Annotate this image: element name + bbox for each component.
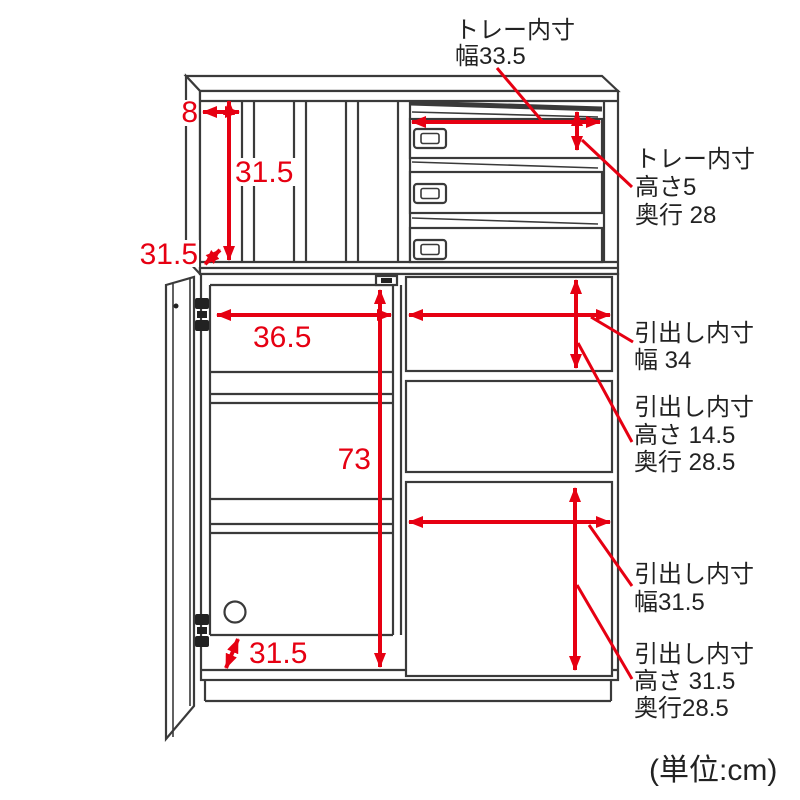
leader-tray-height — [580, 138, 634, 189]
leader-tray-width — [495, 67, 544, 122]
svg-text:引出し内寸: 引出し内寸 — [634, 641, 754, 668]
svg-text:幅31.5: 幅31.5 — [634, 589, 705, 616]
dim-slot-width: 8 — [181, 96, 198, 129]
drawers — [404, 275, 614, 678]
latch-icon — [374, 274, 399, 287]
svg-text:引出し内寸: 引出し内寸 — [634, 394, 754, 421]
label-drawer-bottom-width: 引出し内寸 幅31.5 — [634, 561, 754, 616]
shelf-lower — [210, 497, 393, 535]
svg-text:奥行 28: 奥行 28 — [635, 202, 716, 229]
svg-text:高さ 31.5: 高さ 31.5 — [634, 668, 735, 695]
tray-handle-icon — [412, 238, 448, 261]
hutch-top-face — [183, 74, 621, 93]
arrow-top-depth — [203, 248, 222, 266]
unit-note: (単位:cm) — [649, 754, 777, 787]
svg-text:トレー内寸: トレー内寸 — [455, 17, 575, 44]
tray-stack — [408, 100, 604, 264]
leader-drawer-mid-width — [590, 315, 634, 344]
dimension-values: 8 31.5 31.5 36.5 73 31.5 — [140, 96, 371, 670]
dim-cabinet-inner-height: 73 — [338, 443, 371, 476]
label-tray-side: トレー内寸 高さ5 奥行 28 — [635, 146, 755, 229]
tray-front-2 — [408, 170, 604, 215]
leader-drawer-mid-hd — [576, 342, 634, 443]
label-tray-top: トレー内寸 幅33.5 — [455, 17, 575, 70]
hinge-icon-top — [195, 298, 209, 331]
plinth — [203, 680, 613, 703]
svg-text:奥行 28.5: 奥行 28.5 — [634, 449, 735, 476]
label-drawer-mid-width: 引出し内寸 幅 34 — [634, 320, 754, 374]
arrow-cabinet-depth — [224, 638, 240, 669]
hutch — [183, 73, 621, 277]
drawer-front-bottom — [404, 480, 614, 678]
annotation-labels: トレー内寸 幅33.5 トレー内寸 高さ5 奥行 28 引出し内寸 幅 34 引… — [455, 17, 777, 787]
drawer-front-middle — [404, 379, 614, 474]
svg-text:引出し内寸: 引出し内寸 — [634, 320, 754, 347]
svg-text:トレー内寸: トレー内寸 — [635, 146, 755, 173]
leader-drawer-bottom-hd — [575, 584, 634, 680]
svg-text:幅 34: 幅 34 — [634, 347, 691, 374]
door-knob-icon — [173, 303, 179, 309]
svg-text:奥行28.5: 奥行28.5 — [634, 695, 729, 722]
lower-cabinet — [199, 272, 620, 703]
hinge-icon-bottom — [195, 614, 209, 647]
dim-cabinet-depth: 31.5 — [249, 637, 307, 670]
svg-text:幅33.5: 幅33.5 — [455, 43, 526, 70]
dim-cabinet-inner-width: 36.5 — [253, 321, 311, 354]
dimension-arrows — [202, 100, 611, 671]
leader-lines — [495, 67, 634, 680]
tray-handle-icon — [412, 127, 448, 150]
label-drawer-mid-hd: 引出し内寸 高さ 14.5 奥行 28.5 — [634, 394, 754, 476]
drawer-front-top — [404, 275, 614, 373]
tray-front-3 — [408, 226, 604, 264]
shelf-upper — [210, 370, 393, 405]
svg-text:高さ5: 高さ5 — [635, 174, 696, 201]
svg-text:引出し内寸: 引出し内寸 — [634, 561, 754, 588]
cable-hole — [223, 600, 247, 624]
leader-drawer-bottom-width — [587, 524, 634, 587]
label-drawer-bottom-hd: 引出し内寸 高さ 31.5 奥行28.5 — [634, 641, 754, 722]
svg-text:高さ 14.5: 高さ 14.5 — [634, 422, 735, 449]
dim-top-depth: 31.5 — [140, 238, 198, 271]
tray-handle-icon — [412, 182, 448, 205]
dim-top-inner-height: 31.5 — [235, 156, 293, 189]
door — [164, 275, 209, 742]
